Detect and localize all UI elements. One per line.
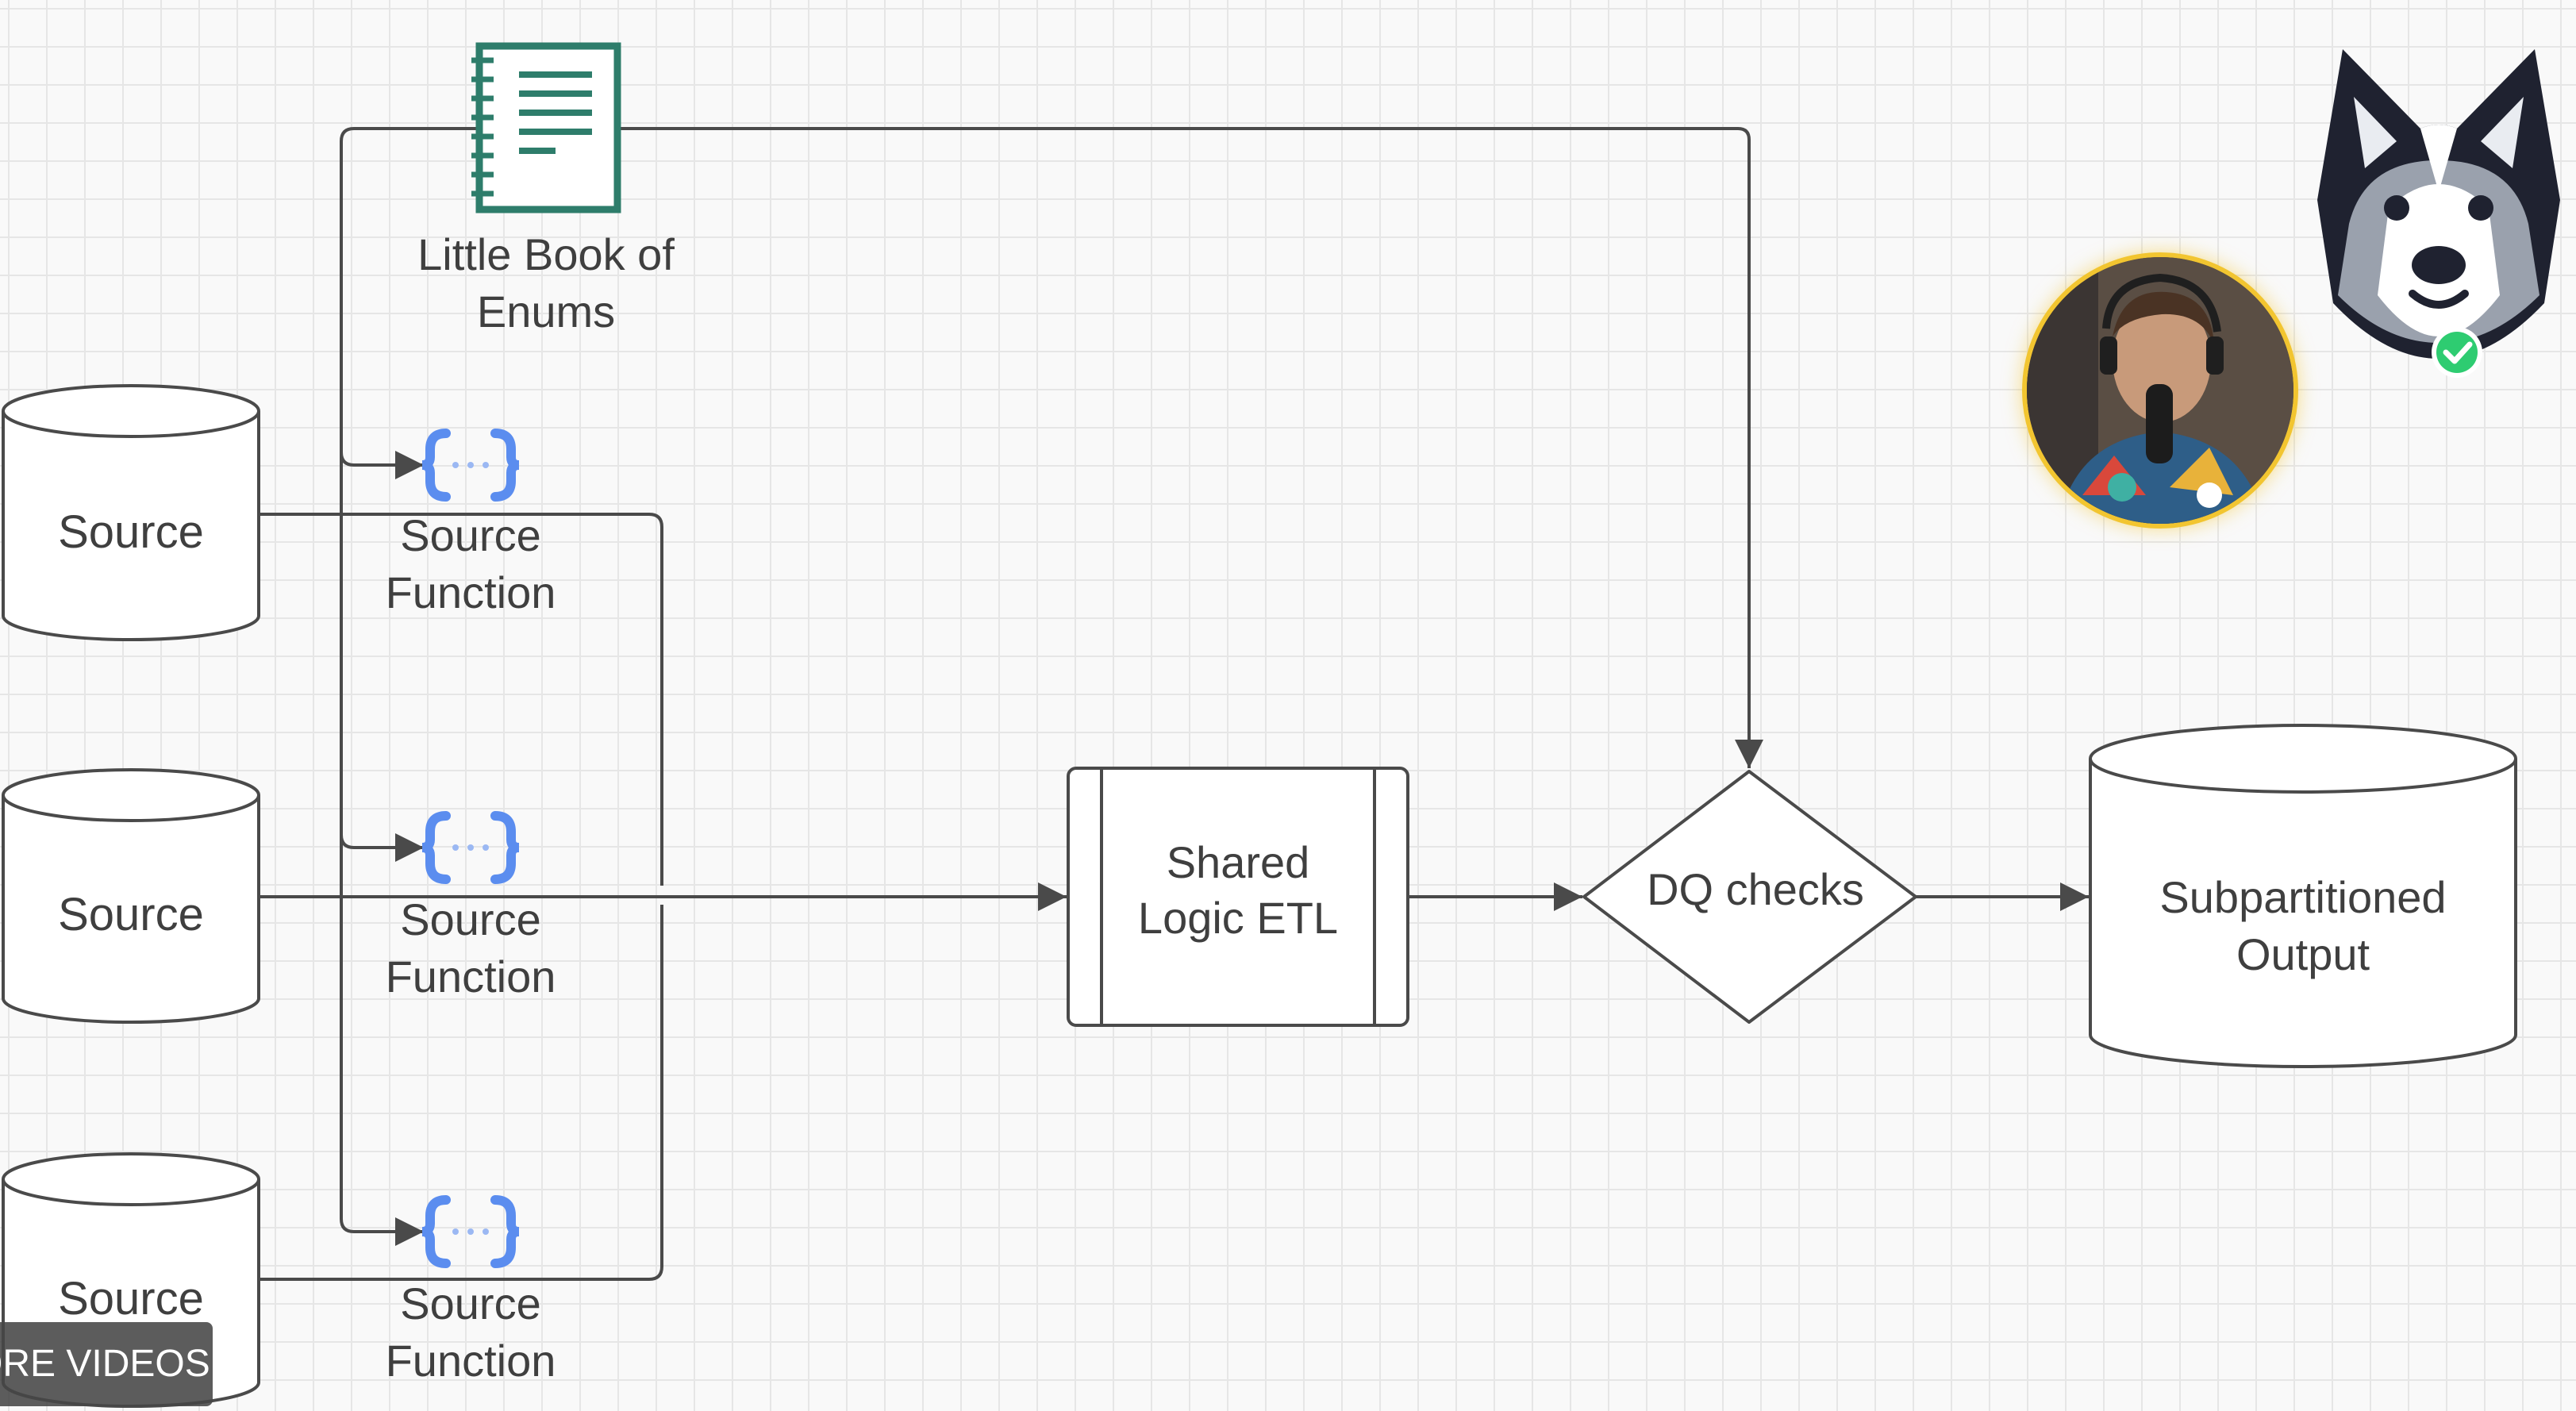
enums-book-label-line1: Little Book of bbox=[417, 229, 675, 279]
cloud-function-icon bbox=[421, 1195, 520, 1268]
connector-book-to-dq bbox=[619, 127, 1763, 768]
connector-bus-to-function-2 bbox=[340, 833, 424, 862]
husky-logo bbox=[2317, 49, 2560, 378]
source-function-node-1[interactable]: Source Function bbox=[386, 429, 556, 617]
connector-book-bus bbox=[340, 127, 476, 1233]
source-3-label: Source bbox=[58, 1273, 204, 1324]
enums-book-label-line2: Enums bbox=[477, 286, 615, 336]
cloud-function-icon bbox=[421, 429, 520, 502]
presenter-avatar-icon bbox=[2027, 257, 2293, 524]
more-videos-button[interactable]: ORE VIDEOS bbox=[0, 1322, 213, 1406]
output-cylinder[interactable]: Subpartitioned Output bbox=[2089, 724, 2517, 1068]
source-function-2-label-line1: Source bbox=[400, 894, 540, 944]
source-function-1-label-line1: Source bbox=[400, 510, 540, 560]
check-badge-icon bbox=[2432, 327, 2482, 378]
output-label-line2: Output bbox=[2236, 929, 2370, 979]
shared-logic-etl-node[interactable]: Shared Logic ETL bbox=[1067, 767, 1409, 1027]
presenter-webcam bbox=[2022, 252, 2298, 529]
source-cylinder-2[interactable]: Source bbox=[2, 768, 260, 1024]
connector-bus-to-function-1 bbox=[340, 451, 424, 479]
output-label-line1: Subpartitioned bbox=[2159, 872, 2446, 922]
source-function-node-2[interactable]: Source Function bbox=[386, 811, 556, 1002]
notebook-icon bbox=[471, 42, 621, 213]
source-2-label: Source bbox=[58, 889, 204, 940]
dq-checks-label: DQ checks bbox=[1647, 864, 1864, 914]
source-function-node-3[interactable]: Source Function bbox=[386, 1195, 556, 1386]
connector-source-3-out bbox=[259, 905, 663, 1281]
source-function-3-label-line2: Function bbox=[386, 1336, 556, 1386]
dq-checks-node[interactable]: DQ checks bbox=[1582, 770, 1917, 1024]
cloud-function-icon bbox=[421, 811, 520, 884]
source-function-1-label-line2: Function bbox=[386, 567, 556, 617]
enums-book-node[interactable]: Little Book of Enums bbox=[417, 42, 675, 336]
connector-source-1-out bbox=[259, 513, 663, 886]
source-function-2-label-line2: Function bbox=[386, 952, 556, 1002]
source-function-3-label-line1: Source bbox=[400, 1278, 540, 1328]
shared-logic-etl-label-line2: Logic ETL bbox=[1138, 893, 1338, 943]
source-cylinder-1[interactable]: Source bbox=[2, 384, 260, 641]
shared-logic-etl-label-line1: Shared bbox=[1167, 837, 1310, 887]
connectors bbox=[259, 127, 2089, 1281]
source-1-label: Source bbox=[58, 506, 204, 558]
